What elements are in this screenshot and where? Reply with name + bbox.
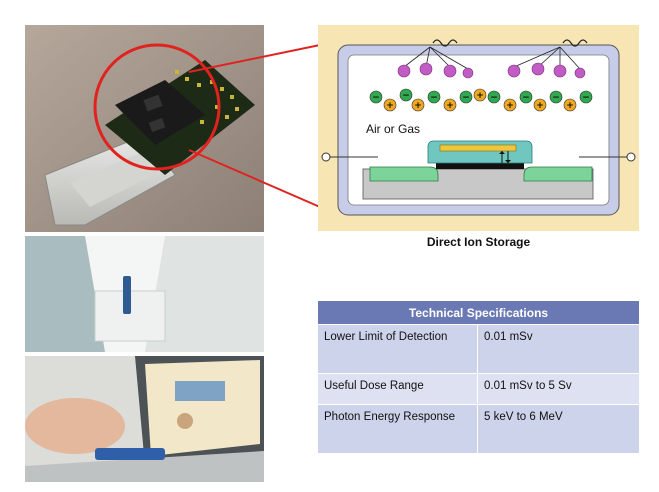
dosimeter-photo bbox=[25, 25, 264, 232]
lab-coat-photo bbox=[25, 236, 264, 352]
table-row: Lower Limit of Detection 0.01 mSv bbox=[318, 324, 639, 374]
direct-ion-storage-diagram: − + − + − + − + − + − + − + − Air or Gas bbox=[318, 25, 639, 231]
spec-label: Photon Energy Response bbox=[318, 404, 478, 453]
svg-text:−: − bbox=[430, 93, 438, 103]
spec-value: 5 keV to 6 MeV bbox=[477, 404, 639, 453]
spec-label: Useful Dose Range bbox=[318, 373, 478, 405]
spec-label: Lower Limit of Detection bbox=[318, 324, 478, 374]
svg-text:−: − bbox=[372, 93, 380, 103]
table-row: Photon Energy Response 5 keV to 6 MeV bbox=[318, 404, 639, 453]
svg-text:−: − bbox=[462, 93, 470, 103]
spec-value: 0.01 mSv bbox=[477, 324, 639, 374]
svg-text:+: + bbox=[386, 101, 394, 111]
svg-text:+: + bbox=[566, 101, 574, 111]
laptop-photo bbox=[25, 356, 264, 482]
svg-text:−: − bbox=[402, 91, 410, 101]
table-header: Technical Specifications bbox=[318, 301, 639, 325]
svg-text:+: + bbox=[506, 101, 514, 111]
technical-specifications-table: Technical Specifications Lower Limit of … bbox=[318, 301, 639, 453]
svg-text:+: + bbox=[414, 101, 422, 111]
air-or-gas-label: Air or Gas bbox=[366, 122, 420, 136]
svg-text:−: − bbox=[552, 93, 560, 103]
svg-text:+: + bbox=[446, 101, 454, 111]
table-row: Useful Dose Range 0.01 mSv to 5 Sv bbox=[318, 373, 639, 405]
diagram-caption: Direct Ion Storage bbox=[426, 235, 531, 249]
svg-text:+: + bbox=[476, 91, 484, 101]
svg-text:−: − bbox=[522, 93, 530, 103]
svg-text:−: − bbox=[490, 93, 498, 103]
spec-value: 0.01 mSv to 5 Sv bbox=[477, 373, 639, 405]
svg-text:−: − bbox=[582, 93, 590, 103]
svg-text:+: + bbox=[536, 101, 544, 111]
